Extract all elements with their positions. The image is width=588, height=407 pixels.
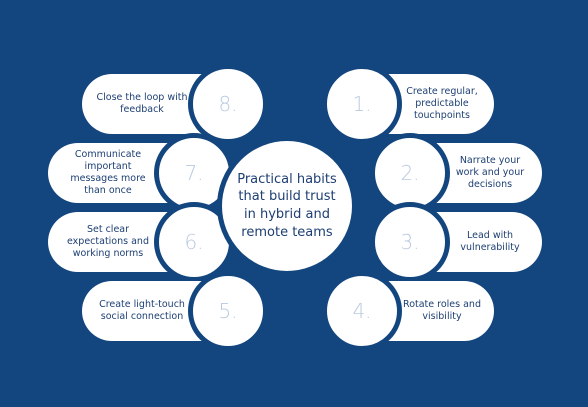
habit-8-number: 8. bbox=[218, 92, 238, 116]
habit-5-number-circle: 5. bbox=[188, 271, 268, 351]
habit-7-number-circle: 7. bbox=[154, 133, 234, 213]
habit-6-text: Set clear expectations and working norms bbox=[67, 224, 149, 259]
habit-card-7: Communicate important messages more than… bbox=[48, 133, 234, 213]
habit-card-5: Create light-touch social connection 5. bbox=[82, 271, 268, 351]
habit-2-number: 2. bbox=[400, 161, 420, 185]
habit-8-number-circle: 8. bbox=[188, 64, 268, 144]
habit-3-text: Lead with vulnerability bbox=[460, 230, 520, 253]
habit-1-text: Create regular, predictable touchpoints bbox=[406, 86, 478, 121]
habit-2-text: Narrate your work and your decisions bbox=[455, 155, 525, 190]
habit-3-number-circle: 3. bbox=[370, 202, 450, 282]
center-title: Practical habits that build trust in hyb… bbox=[237, 171, 337, 240]
habit-4-text: Rotate roles and visibility bbox=[403, 299, 481, 322]
habit-card-2: 2. Narrate your work and your decisions bbox=[370, 133, 542, 213]
habit-7-text: Communicate important messages more than… bbox=[70, 149, 146, 196]
habit-card-1: 1. Create regular, predictable touchpoin… bbox=[322, 64, 494, 144]
habit-1-number: 1. bbox=[352, 92, 372, 116]
habit-card-3: 3. Lead with vulnerability bbox=[370, 202, 542, 282]
habit-card-8: Close the loop with feedback 8. bbox=[82, 64, 268, 144]
habit-8-text: Close the loop with feedback bbox=[96, 92, 188, 115]
habit-2-number-circle: 2. bbox=[370, 133, 450, 213]
habit-6-number-circle: 6. bbox=[154, 202, 234, 282]
habit-1-number-circle: 1. bbox=[322, 64, 402, 144]
habit-4-number: 4. bbox=[352, 299, 372, 323]
habit-5-number: 5. bbox=[218, 299, 238, 323]
habit-6-number: 6. bbox=[184, 230, 204, 254]
habit-card-6: Set clear expectations and working norms… bbox=[48, 202, 234, 282]
habit-7-number: 7. bbox=[184, 161, 204, 185]
habit-4-number-circle: 4. bbox=[322, 271, 402, 351]
habit-5-text: Create light-touch social connection bbox=[99, 299, 185, 322]
habit-3-number: 3. bbox=[400, 230, 420, 254]
habit-card-4: 4. Rotate roles and visibility bbox=[322, 271, 494, 351]
center-circle: Practical habits that build trust in hyb… bbox=[217, 136, 357, 276]
